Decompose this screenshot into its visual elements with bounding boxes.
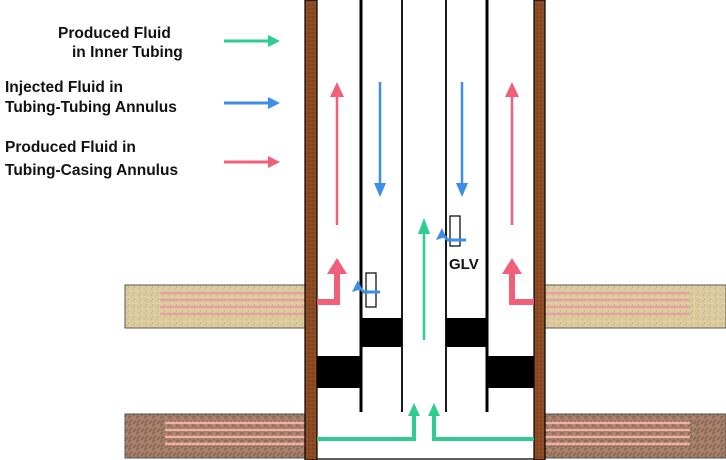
right-casing-wall [533,0,546,460]
lower-formation [124,413,726,459]
upper-formation [124,284,726,329]
bottom-inflow-arrow-right [428,403,534,441]
legend-label-injected-line2: Tubing-Tubing Annulus [5,99,177,116]
legend-item-produced-annulus: Produced Fluid in Tubing-Casing Annulus [5,139,280,179]
legend-item-injected: Injected Fluid in Tubing-Tubing Annulus [5,79,280,116]
legend-label-produced-inner-line2: in Inner Tubing [72,44,183,61]
gas-lift-valve-icon [436,215,466,247]
bottom-inflow-arrow-left [317,403,420,441]
annulus-up-arrow-right [505,82,519,225]
glv-label: GLV [449,256,479,273]
green-arrow-icon [224,35,280,47]
legend-label-produced-annulus-line1: Produced Fluid in [5,139,136,156]
red-arrow-icon [224,156,280,168]
legend-label-produced-annulus-line2: Tubing-Casing Annulus [5,162,178,179]
upper-packers [361,318,487,347]
lower-packers [317,356,534,388]
annulus-inflow-arrow-left [317,258,347,305]
annulus-inflow-arrow-right [502,258,534,305]
legend: Produced Fluid in Inner Tubing Injected … [5,25,280,179]
left-casing-wall [304,0,318,460]
inner-tubing-up-arrow [418,218,430,340]
blue-arrow-icon [224,97,280,109]
injection-down-arrow-left [374,82,386,197]
legend-label-produced-inner-line1: Produced Fluid [58,25,171,42]
gas-lift-valve-icon [352,272,380,308]
injection-down-arrow-right [456,82,468,197]
legend-label-injected-line1: Injected Fluid in [5,79,123,96]
annulus-up-arrow-left [330,82,344,225]
legend-item-produced-inner: Produced Fluid in Inner Tubing [58,25,280,61]
